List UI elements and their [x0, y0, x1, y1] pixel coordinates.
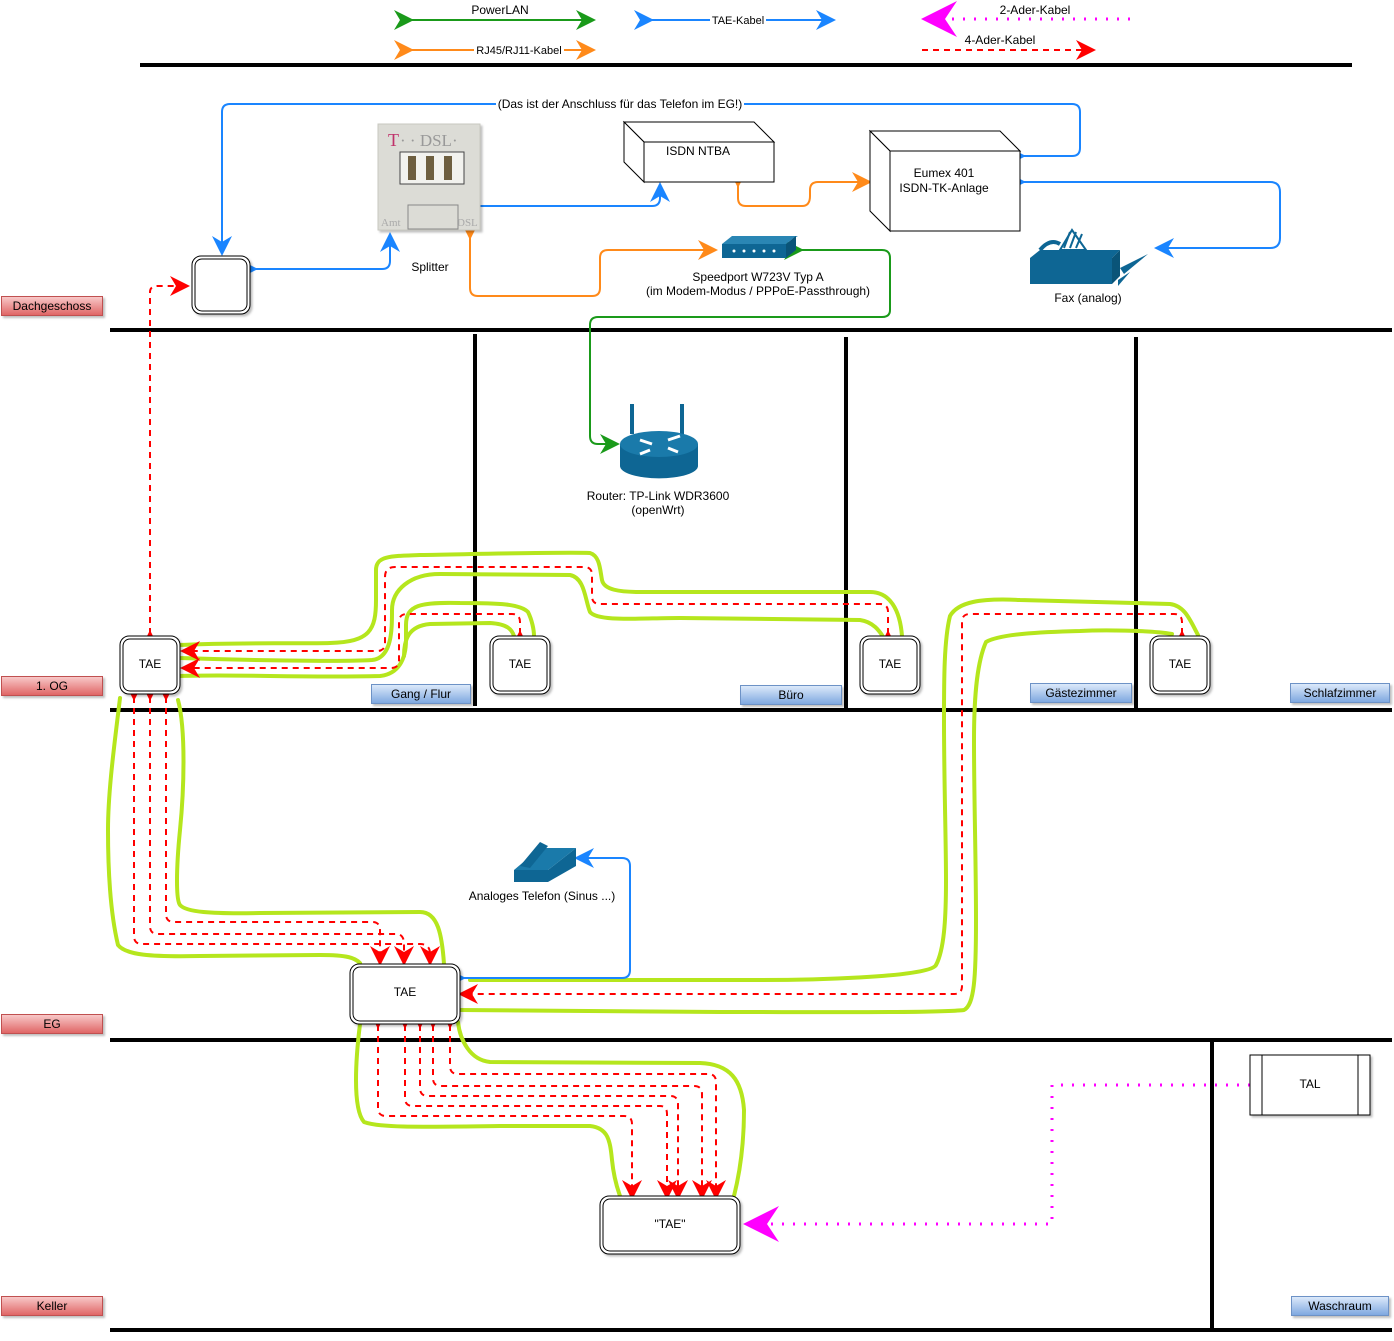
tal-label: TAL [1299, 1077, 1320, 1091]
floor-tag-keller: Keller [1, 1296, 103, 1316]
cable-eumex-to-fax [1006, 172, 1281, 258]
cable-eg-keller-5 [440, 1009, 726, 1200]
tae-eg-label: TAE [394, 985, 416, 999]
cable-og-buero [180, 566, 898, 661]
tae-eg[interactable]: TAE [349, 963, 461, 1025]
speedport-label-line2: (im Modem-Modus / PPPoE-Passthrough) [646, 284, 870, 298]
splitter-brand-dsl: · · DSL· [400, 131, 458, 150]
cable-eg-keller-4 [423, 1009, 712, 1200]
eg-phone-line-note: (Das ist der Anschluss für das Telefon i… [498, 97, 743, 111]
tae-keller-label: "TAE" [655, 1217, 686, 1231]
router-label-line1: Router: TP-Link WDR3600 [587, 489, 730, 503]
cable-powerlan-speedport-router [589, 240, 891, 454]
cable-eg-keller-2 [395, 1009, 677, 1200]
legend-rj45-label: RJ45/RJ11-Kabel [476, 45, 561, 57]
cable-tal-keller [743, 1083, 1250, 1242]
room-tag-buero: Büro [740, 685, 842, 705]
room-tag-gang: Gang / Flur [371, 684, 471, 704]
fax-label: Fax (analog) [1054, 291, 1121, 305]
tae-keller[interactable]: "TAE" [599, 1195, 741, 1255]
legend-tae-label: TAE-Kabel [712, 15, 764, 27]
tal-device[interactable]: TAL [1249, 1054, 1371, 1116]
phone-label: Analoges Telefon (Sinus ...) [469, 889, 616, 903]
legend-2ader-label: 2-Ader-Kabel [1000, 3, 1071, 17]
highlight-eg-keller-left [354, 1022, 622, 1198]
router-label-line2: (openWrt) [631, 503, 684, 517]
room-tag-gaeste: Gästezimmer [1030, 683, 1132, 703]
router-icon[interactable] [620, 404, 698, 479]
room-tag-schlaf: Schlafzimmer [1290, 683, 1390, 703]
tae-og-gang-label: TAE [139, 657, 161, 671]
highlight-schlaf-outer [468, 597, 1200, 982]
highlight-og-eg-left [106, 696, 362, 965]
cable-og-gang [180, 613, 530, 678]
tae-og-gang[interactable]: TAE [119, 635, 181, 695]
cable-ntba-to-eumex [728, 168, 872, 207]
legend-powerlan-label: PowerLAN [471, 3, 528, 17]
floor-tag-dachgeschoss: Dachgeschoss [1, 296, 103, 316]
four-wire-cables [124, 276, 1192, 1200]
tae-og-schlaf[interactable]: TAE [1149, 635, 1211, 695]
cable-schlaf-eg [458, 613, 1192, 1004]
splitter-device[interactable]: T · · DSL· Amt DSL [377, 123, 481, 231]
tae-og-gaeste-label: TAE [879, 657, 901, 671]
floor-tag-og1: 1. OG [1, 676, 103, 696]
highlight-og-eg-right [175, 698, 446, 966]
floor-tag-eg: EG [1, 1014, 103, 1034]
legend-4ader-label: 4-Ader-Kabel [965, 33, 1036, 47]
cable-dg-to-og [140, 276, 190, 650]
tae-og-gaeste[interactable]: TAE [859, 635, 921, 695]
splitter-dsl-port-label: DSL [457, 217, 478, 229]
eumex-label-line1: Eumex 401 [914, 166, 975, 180]
tae-cables [212, 97, 1281, 988]
legend: PowerLAN TAE-Kabel 2-Ader-Kabel RJ45/RJ1… [394, 1, 1130, 60]
cable-og-eg-3 [156, 681, 390, 966]
ntba-label: ISDN NTBA [666, 144, 730, 158]
tae-dg[interactable] [191, 255, 251, 315]
splitter-label: Splitter [411, 260, 448, 274]
cable-eg-tae-to-phone [446, 848, 631, 988]
cable-eg-keller-1 [368, 1009, 642, 1200]
tae-og-buero[interactable]: TAE [489, 635, 551, 695]
cable-eumex-to-dg-tae [212, 103, 1081, 256]
cable-og-eg-2 [140, 681, 414, 966]
cable-splitter-amt-to-tae [238, 232, 400, 279]
splitter-amt-port-label: Amt [381, 217, 401, 229]
splitter-brand-t: T [388, 130, 399, 150]
eumex-device[interactable]: Eumex 401 ISDN-TK-Anlage [868, 129, 1022, 233]
highlight-og-buero-outer [178, 550, 904, 647]
tae-og-schlaf-label: TAE [1169, 657, 1191, 671]
speedport-label-line1: Speedport W723V Typ A [692, 270, 823, 284]
cable-highlights [106, 550, 1200, 1198]
room-tag-waschraum: Waschraum [1291, 1296, 1389, 1316]
analog-phone-icon[interactable] [45, 842, 576, 882]
fax-icon[interactable] [1030, 228, 1148, 286]
ntba-device[interactable]: ISDN NTBA [622, 120, 776, 184]
tae-og-buero-label: TAE [509, 657, 531, 671]
speedport-modem-icon[interactable] [722, 236, 798, 258]
eumex-label-line2: ISDN-TK-Anlage [899, 181, 989, 195]
cable-eg-keller-3 [410, 1009, 688, 1200]
